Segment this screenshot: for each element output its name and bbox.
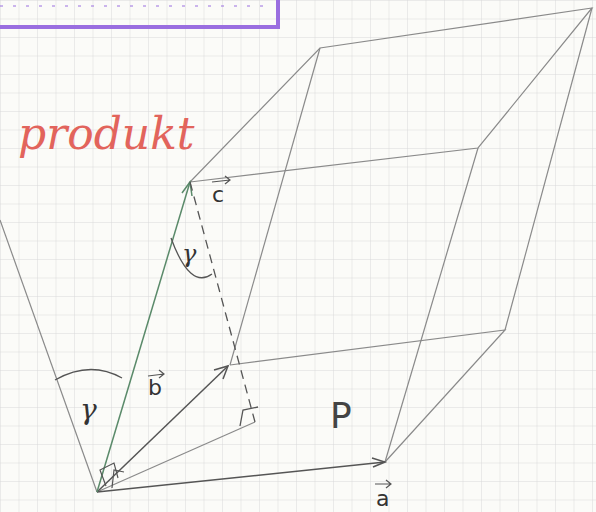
right-angle-mark	[112, 470, 124, 488]
section-heading: produkt	[18, 112, 195, 156]
plane-label: P	[330, 398, 352, 434]
frame-box	[0, 0, 278, 27]
angle-label: γ	[80, 396, 97, 424]
height-line	[190, 182, 255, 422]
vector-label: c	[212, 184, 224, 206]
vector-arrow-marks	[148, 176, 391, 488]
solid-edges	[0, 8, 592, 492]
angle-label: γ	[182, 242, 196, 266]
vector-label: b	[148, 377, 162, 399]
frame-text-trace	[0, 6, 270, 7]
vector-label: a	[376, 488, 389, 510]
angle-arc	[55, 369, 122, 380]
right-angle-mark	[100, 463, 118, 486]
right-angle-mark	[240, 407, 258, 426]
angle-arc	[171, 238, 212, 278]
vectors	[97, 182, 385, 492]
